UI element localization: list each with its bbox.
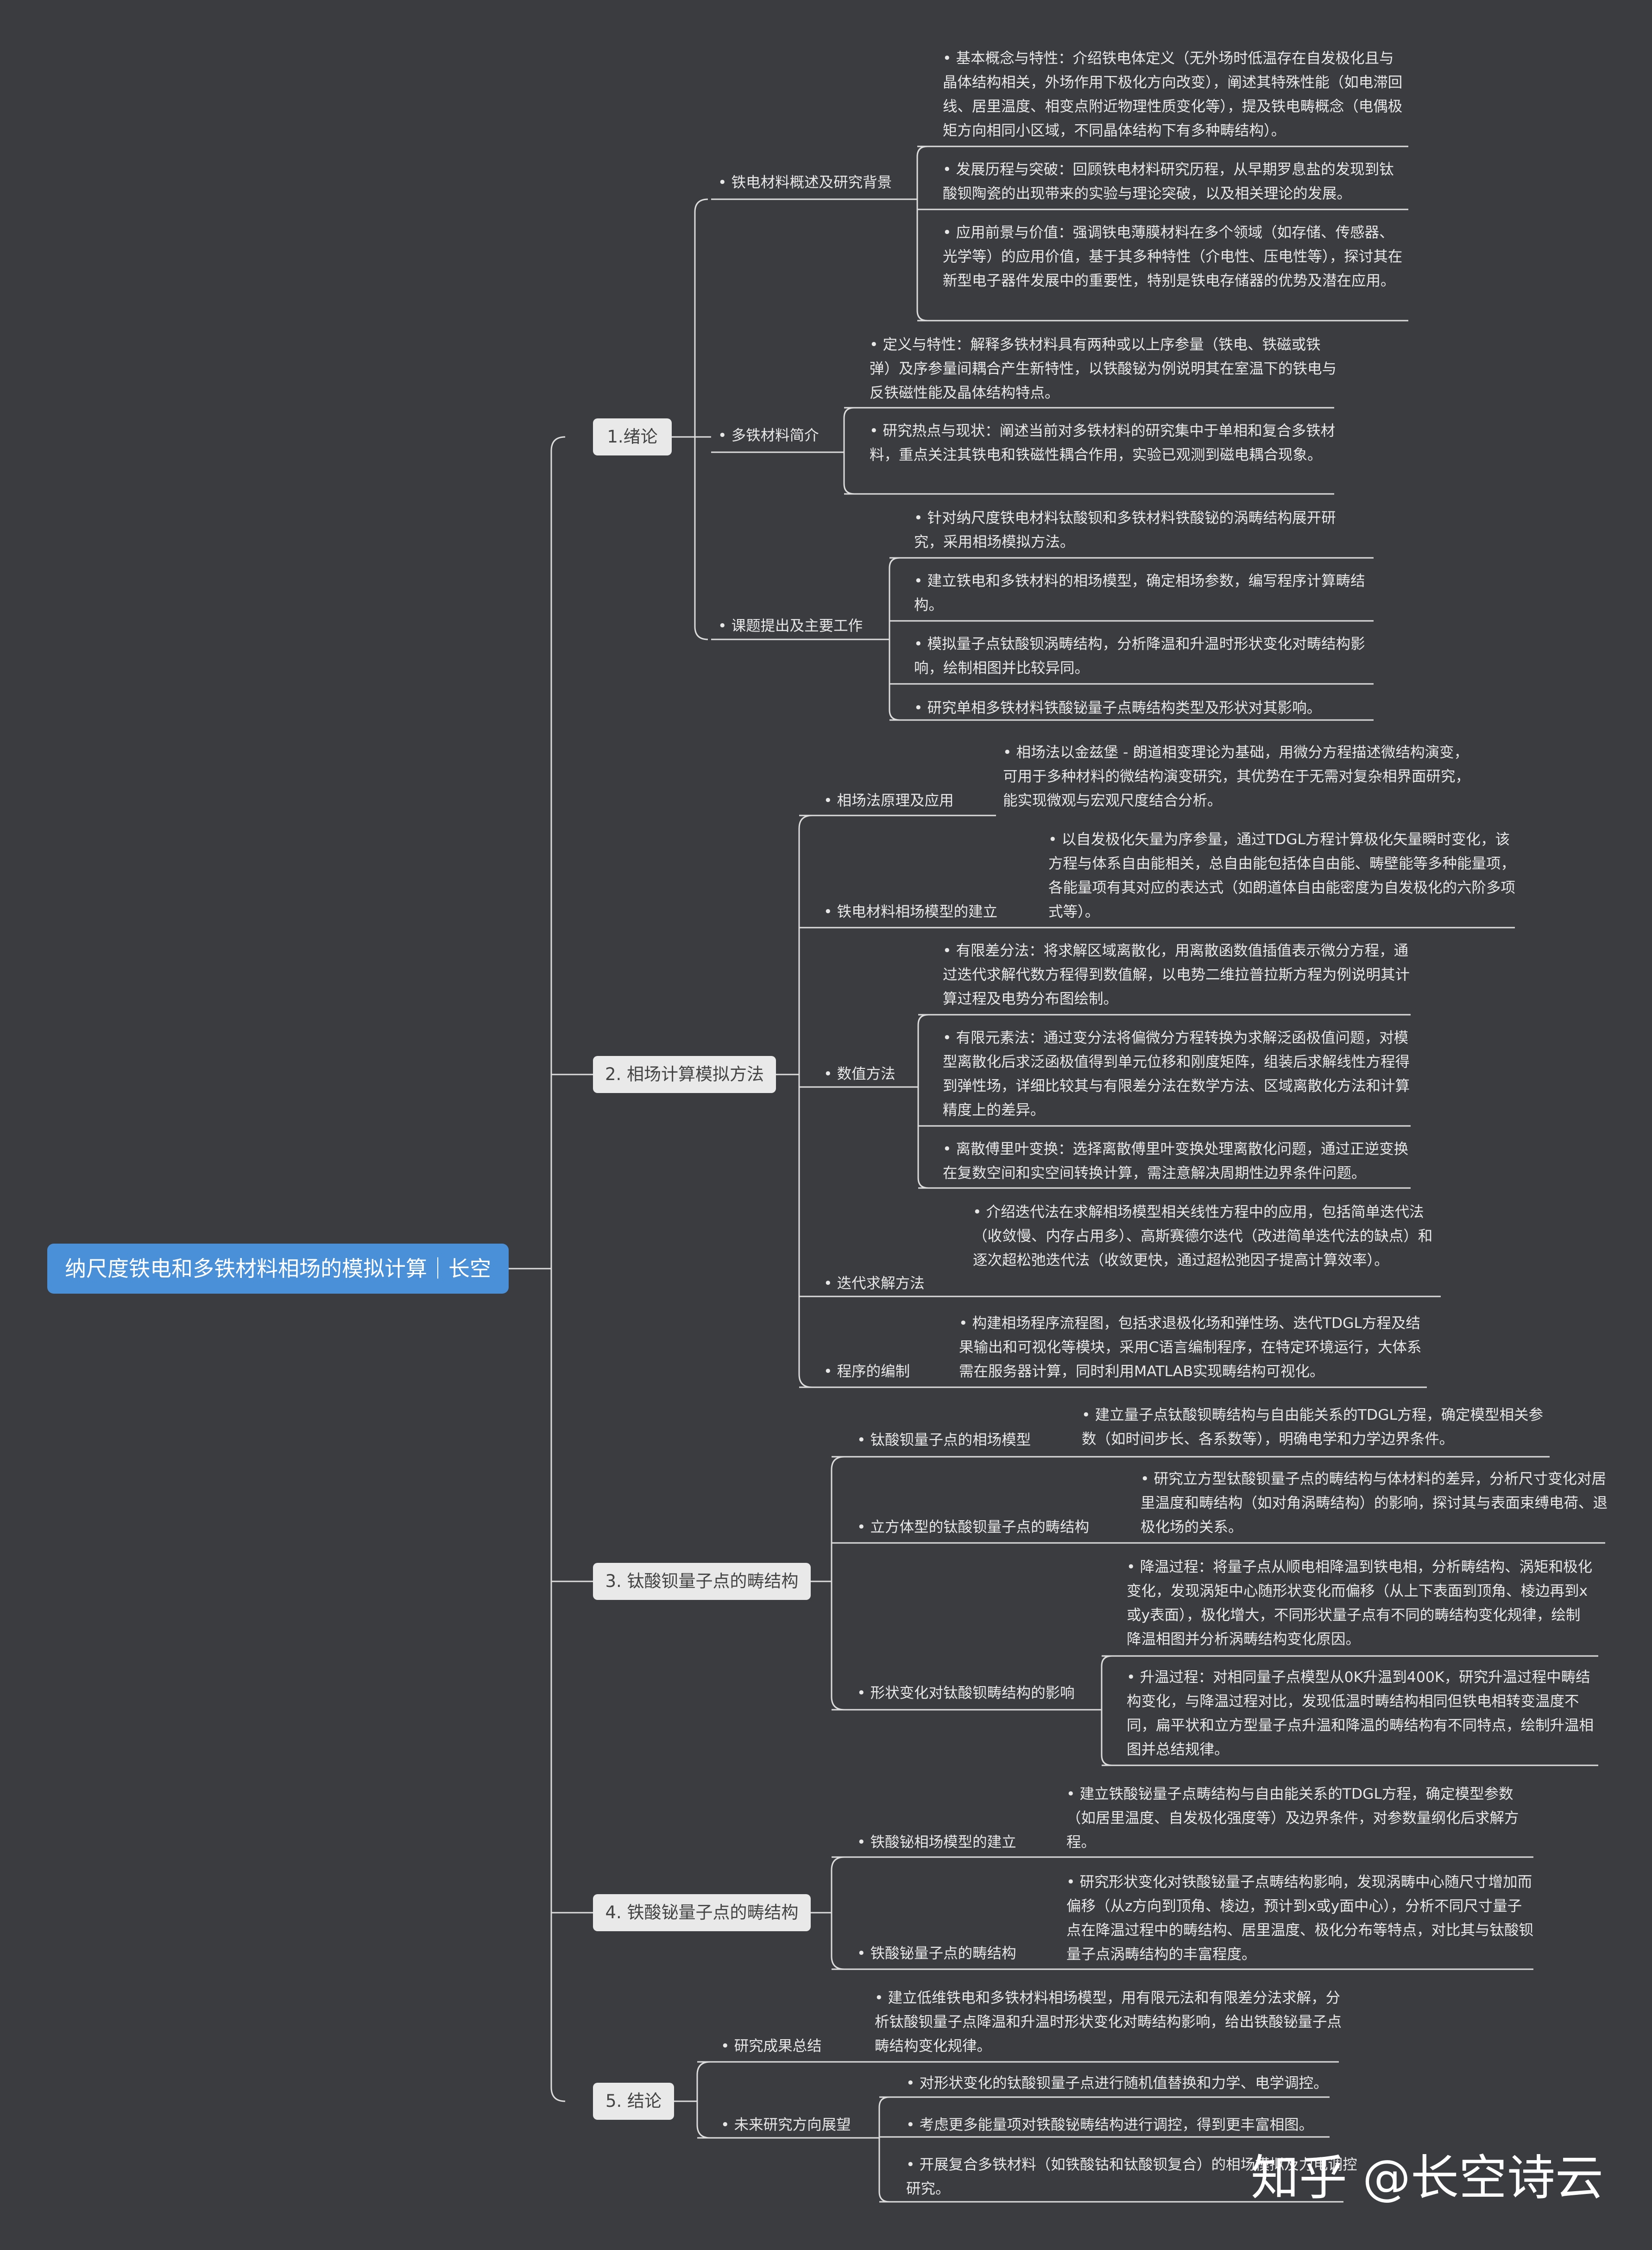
detail-text: • 定义与特性：解释多铁材料具有两种或以上序参量（铁电、铁磁或铁弹）及序参量间耦…: [870, 336, 1337, 401]
detail-text: • 建立低维铁电和多铁材料相场模型，用有限元法和有限差分法求解，分析钛酸钡量子点…: [875, 1990, 1342, 2054]
watermark: 知乎 @长空诗云: [1251, 2149, 1604, 2206]
topic-label[interactable]: • 形状变化对钛酸钡畴结构的影响: [857, 1685, 1075, 1701]
section-node-2[interactable]: 2. 相场计算模拟方法: [593, 1056, 776, 1093]
detail-text: • 对形状变化的钛酸钡量子点进行随机值替换和力学、电学调控。: [906, 2075, 1328, 2092]
detail-text: • 升温过程：对相同量子点模型从0K升温到400K，研究升温过程中畴结构变化，与…: [1127, 1669, 1594, 1758]
detail-text: • 介绍迭代法在求解相场模型相关线性方程中的应用，包括简单迭代法（收敛慢、内存占…: [973, 1204, 1433, 1269]
detail-text: • 相场法以金兹堡 - 朗道相变理论为基础，用微分方程描述微结构演变，可用于多种…: [1003, 744, 1470, 809]
topic-label[interactable]: • 多铁材料简介: [718, 427, 819, 444]
topic-label[interactable]: • 课题提出及主要工作: [718, 618, 863, 634]
detail-text: • 以自发极化矢量为序参量，通过TDGL方程计算极化矢量瞬时变化，该方程与体系自…: [1048, 831, 1516, 920]
topic-label[interactable]: • 铁电材料概述及研究背景: [718, 174, 892, 191]
detail-text: • 建立铁酸铋量子点畴结构与自由能关系的TDGL方程，确定模型参数（如居里温度、…: [1066, 1786, 1519, 1851]
detail-text: • 建立铁电和多铁材料的相场模型，确定相场参数，编写程序计算畴结构。: [914, 573, 1365, 613]
topic-label[interactable]: • 未来研究方向展望: [721, 2117, 851, 2133]
topic-label[interactable]: • 数值方法: [824, 1066, 895, 1082]
detail-text: • 构建相场程序流程图，包括求退极化场和弹性场、迭代TDGL方程及结果输出和可视…: [959, 1315, 1422, 1380]
topic-label[interactable]: • 铁电材料相场模型的建立: [824, 904, 998, 920]
topic-label[interactable]: • 铁酸铋量子点的畴结构: [857, 1945, 1016, 1962]
detail-text: • 离散傅里叶变换：选择离散傅里叶变换处理离散化问题，通过正逆变换在复数空间和实…: [943, 1141, 1409, 1182]
detail-text: • 建立量子点钛酸钡畴结构与自由能关系的TDGL方程，确定模型相关参数（如时间步…: [1082, 1407, 1544, 1447]
topic-label[interactable]: • 立方体型的钛酸钡量子点的畴结构: [857, 1519, 1090, 1536]
topic-label[interactable]: • 相场法原理及应用: [824, 792, 954, 809]
detail-text: • 针对纳尺度铁电材料钛酸钡和多铁材料铁酸铋的涡畴结构展开研究，采用相场模拟方法…: [914, 510, 1336, 550]
detail-text: • 有限元素法：通过变分法将偏微分方程转换为求解泛函极值问题，对模型离散化后求泛…: [943, 1030, 1410, 1119]
detail-text: • 发展历程与突破：回顾铁电材料研究历程，从早期罗息盐的发现到钛酸钡陶瓷的出现带…: [943, 161, 1394, 202]
detail-text: • 降温过程：将量子点从顺电相降温到铁电相，分析畴结构、涡矩和极化变化，发现涡矩…: [1127, 1559, 1593, 1648]
topic-label[interactable]: • 迭代求解方法: [824, 1275, 925, 1292]
detail-text: • 研究单相多铁材料铁酸铋量子点畴结构类型及形状对其影响。: [914, 700, 1322, 716]
detail-text: • 研究热点与现状：阐述当前对多铁材料的研究集中于单相和复合多铁材料，重点关注其…: [870, 423, 1336, 463]
detail-text: • 开展复合多铁材料（如铁酸钴和钛酸钡复合）的相场模拟及力电调控研究。: [906, 2156, 1357, 2197]
detail-text: • 基本概念与特性：介绍铁电体定义（无外场时低温存在自发极化且与晶体结构相关，外…: [943, 50, 1403, 139]
section-node-4[interactable]: 4. 铁酸铋量子点的畴结构: [593, 1894, 811, 1931]
detail-text: • 应用前景与价值：强调铁电薄膜材料在多个领域（如存储、传感器、光学等）的应用价…: [943, 224, 1403, 289]
detail-text: • 考虑更多能量项对铁酸铋畴结构进行调控，得到更丰富相图。: [906, 2117, 1314, 2133]
section-node-5[interactable]: 5. 结论: [593, 2083, 674, 2120]
section-node-1[interactable]: 1.绪论: [593, 418, 672, 455]
topic-label[interactable]: • 研究成果总结: [721, 2038, 822, 2054]
detail-text: • 有限差分法：将求解区域离散化，用离散函数值插值表示微分方程，通过迭代求解代数…: [943, 942, 1410, 1007]
detail-text: • 研究立方型钛酸钡量子点的畴结构与体材料的差异，分析尺寸变化对居里温度和畴结构…: [1141, 1471, 1608, 1536]
topic-label[interactable]: • 程序的编制: [824, 1363, 910, 1380]
section-node-3[interactable]: 3. 钛酸钡量子点的畴结构: [593, 1563, 811, 1600]
topic-label[interactable]: • 钛酸钡量子点的相场模型: [857, 1432, 1031, 1448]
root-node[interactable]: 纳尺度铁电和多铁材料相场的模拟计算｜长空: [47, 1244, 509, 1294]
detail-text: • 模拟量子点钛酸钡涡畴结构，分析降温和升温时形状变化对畴结构影响，绘制相图并比…: [914, 636, 1365, 676]
detail-text: • 研究形状变化对铁酸铋量子点畴结构影响，发现涡畴中心随尺寸增加而偏移（从z方向…: [1066, 1874, 1534, 1963]
topic-label[interactable]: • 铁酸铋相场模型的建立: [857, 1834, 1016, 1851]
